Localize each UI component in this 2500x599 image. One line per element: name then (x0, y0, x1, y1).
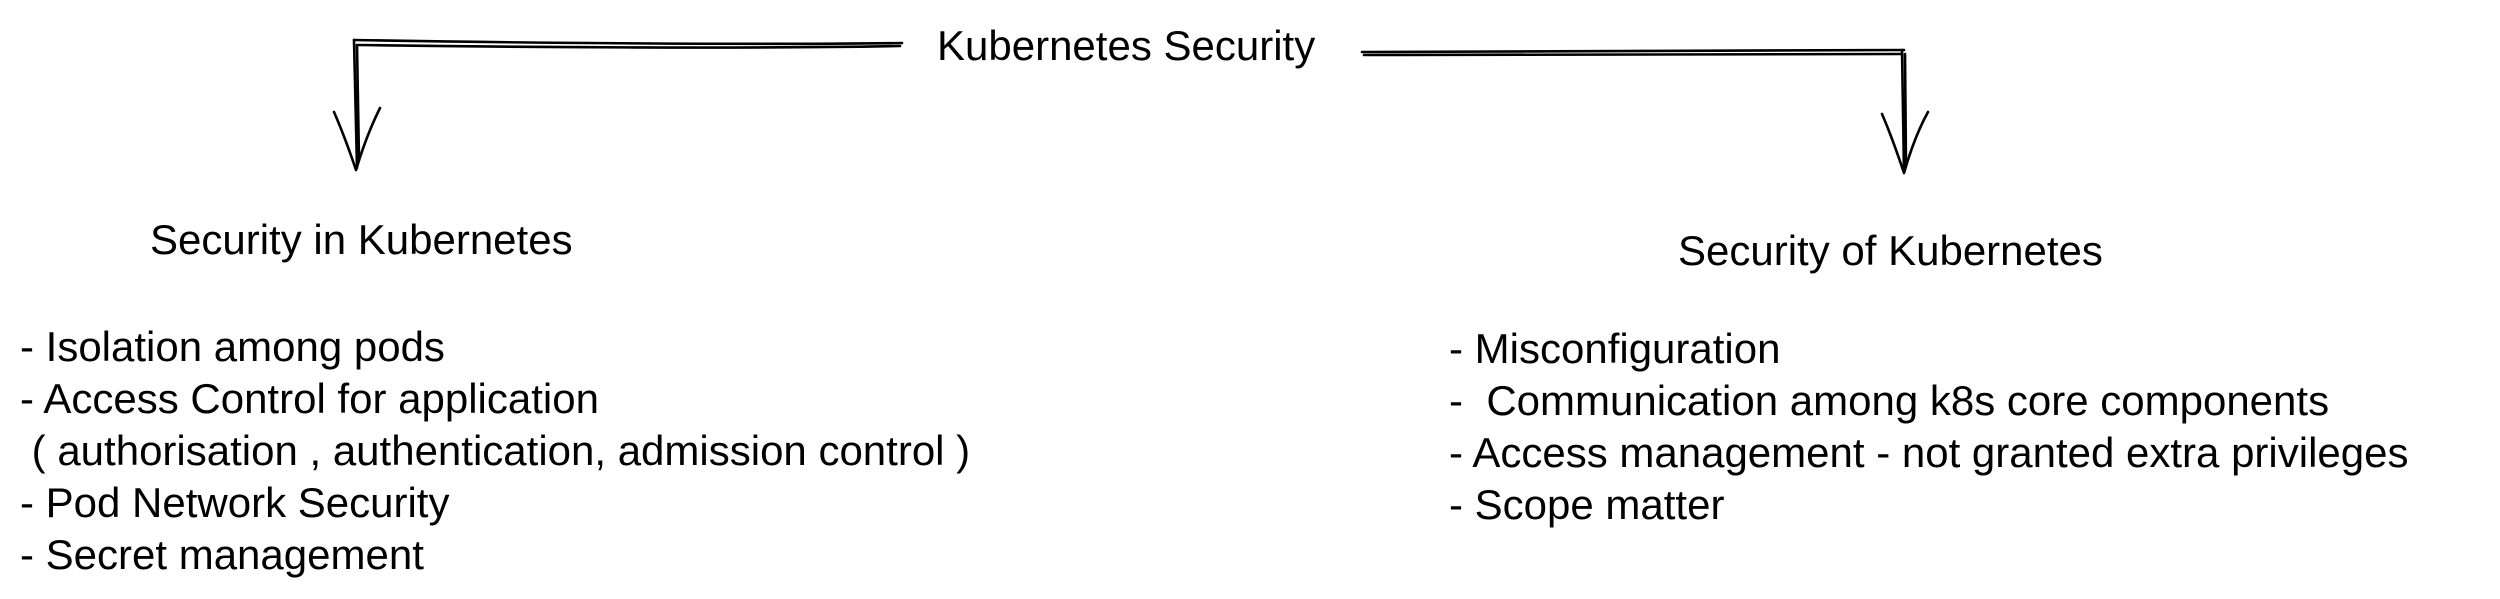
list-item: ( authorisation , authentication, admiss… (20, 427, 971, 474)
list-item: - Scope matter (1449, 481, 1725, 528)
left-item-list: - Isolation among pods - Access Control … (20, 321, 970, 581)
connector-drop-right (1900, 48, 1908, 174)
right-item-list: - Misconfiguration - Communication among… (1449, 323, 2408, 531)
list-item: - Access Control for application (20, 375, 599, 422)
diagram-title: Kubernetes Security (937, 22, 1316, 69)
left-heading: Security in Kubernetes (150, 216, 573, 263)
connector-line-right (1360, 48, 1906, 57)
arrowhead-left (332, 106, 382, 172)
list-item: - Secret management (20, 531, 424, 578)
connector-line-left (352, 38, 904, 49)
list-item: - Access management - not granted extra … (1449, 429, 2409, 476)
list-item: - Misconfiguration (1449, 325, 1781, 372)
arrowhead-right (1880, 110, 1930, 175)
list-item: - Isolation among pods (20, 323, 445, 370)
right-heading: Security of Kubernetes (1678, 227, 2103, 274)
list-item: - Communication among k8s core component… (1449, 377, 2330, 424)
connector-drop-left (352, 38, 361, 170)
list-item: - Pod Network Security (20, 479, 450, 526)
